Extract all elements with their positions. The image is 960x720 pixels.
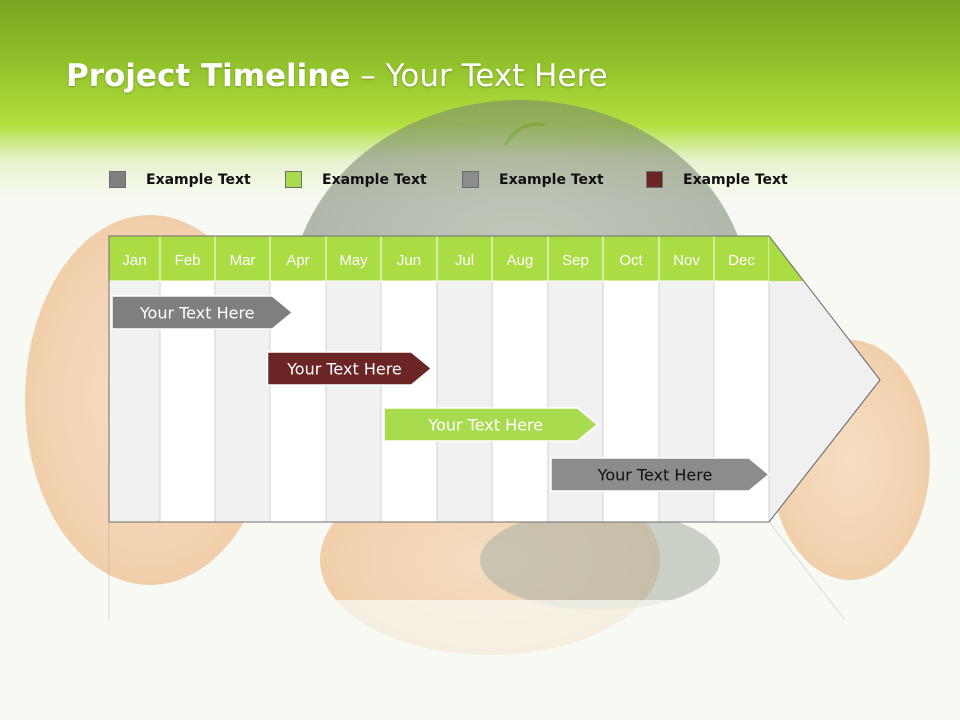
month-label-may: May <box>339 252 368 269</box>
month-label-apr: Apr <box>286 252 309 269</box>
month-label-aug: Aug <box>507 252 534 269</box>
arrowhead-fill <box>769 281 879 521</box>
month-label-jun: Jun <box>397 252 421 269</box>
month-label-nov: Nov <box>673 252 700 269</box>
timeline-reflection <box>108 521 846 621</box>
legend-swatch-4 <box>646 171 663 188</box>
task-bar-2 <box>266 351 433 386</box>
task-label-4: Your Text Here <box>597 466 713 485</box>
month-column-jul <box>436 280 493 523</box>
task-bar-3 <box>383 407 599 442</box>
month-header-may <box>325 235 382 282</box>
month-label-jul: Jul <box>455 252 474 269</box>
month-header-dec <box>713 235 770 282</box>
month-label-mar: Mar <box>230 252 256 269</box>
month-column-aug <box>491 280 549 523</box>
month-header-jul <box>436 235 493 282</box>
month-label-sep: Sep <box>562 252 589 269</box>
title-bold: Project Timeline <box>66 58 351 94</box>
task-bar-4 <box>550 457 771 492</box>
month-column-may <box>325 280 382 523</box>
month-column-jun <box>380 280 438 523</box>
task-label-1: Your Text Here <box>139 304 255 323</box>
month-label-oct: Oct <box>619 252 643 269</box>
month-label-jan: Jan <box>122 252 146 269</box>
month-label-feb: Feb <box>175 252 201 269</box>
month-header-aug <box>491 235 549 282</box>
legend-label-3: Example Text <box>499 172 604 188</box>
title-rest: – Your Text Here <box>350 58 608 94</box>
page-title: Project Timeline – Your Text Here <box>66 58 608 94</box>
legend-label-1: Example Text <box>146 172 251 188</box>
legend-label-2: Example Text <box>322 172 427 188</box>
month-header-oct <box>602 235 660 282</box>
month-label-dec: Dec <box>728 252 755 269</box>
legend-label-4: Example Text <box>683 172 788 188</box>
timeline-arrow-outline <box>108 235 881 523</box>
reflection-line <box>108 521 846 621</box>
legend-swatch-2 <box>285 171 302 188</box>
legend-swatch-3 <box>462 171 479 188</box>
month-header-nov <box>658 235 715 282</box>
legend-swatch-1 <box>109 171 126 188</box>
month-header-feb <box>159 235 216 282</box>
task-label-2: Your Text Here <box>286 360 402 379</box>
task-bar-1 <box>111 295 294 330</box>
month-header-jun <box>380 235 438 282</box>
task-label-3: Your Text Here <box>427 416 543 435</box>
